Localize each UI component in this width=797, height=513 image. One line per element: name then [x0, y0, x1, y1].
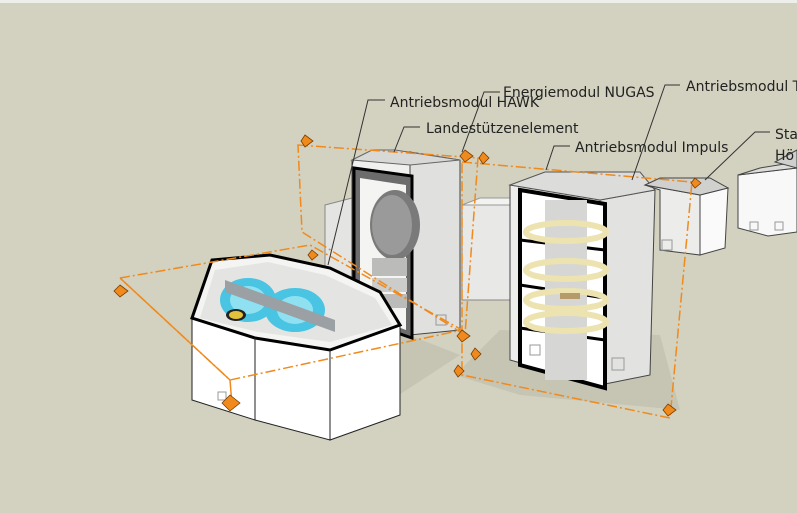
selection-box-impuls	[461, 161, 693, 419]
selection-box-landestuetz	[297, 144, 479, 337]
landestuetzenelement-module[interactable]	[324, 149, 461, 341]
leader-lines	[327, 84, 770, 266]
label-landestuetzenelement: Landestützenelement	[426, 121, 579, 137]
label-station: Sta	[775, 127, 797, 143]
rotate-grip-icon[interactable]	[113, 134, 702, 417]
label-energiemodul-nugas: Energiemodul NUGAS	[503, 85, 655, 101]
label-antriebsmodul-t: Antriebsmodul T	[686, 79, 797, 95]
station-module[interactable]	[737, 149, 797, 237]
antriebsmodul-hawk-module[interactable]	[190, 253, 403, 441]
label-antriebsmodul-hawk: Antriebsmodul HAWK	[390, 95, 540, 111]
antriebsmodul-impuls-module[interactable]	[508, 171, 656, 391]
label-hoehe: Hö	[775, 148, 794, 164]
viewport-top-border	[0, 0, 797, 3]
label-antriebsmodul-impuls: Antriebsmodul Impuls	[575, 140, 728, 156]
antriebsmodul-t-module[interactable]	[643, 177, 730, 256]
